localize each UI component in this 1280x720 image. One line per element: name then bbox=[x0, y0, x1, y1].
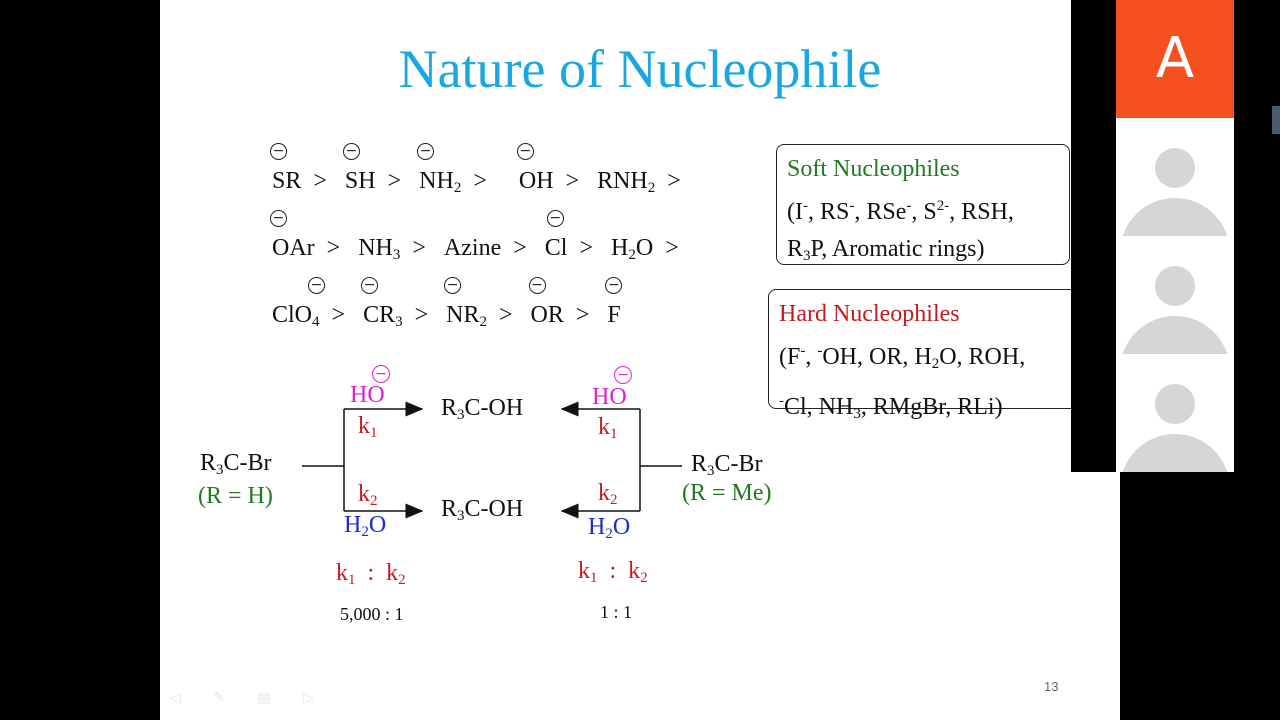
hard-nucleophiles-heading: Hard Nucleophiles bbox=[779, 301, 960, 327]
right-hydroxide: HO bbox=[592, 384, 627, 410]
negative-charge-icon: − bbox=[614, 366, 632, 384]
person-body bbox=[1120, 316, 1230, 354]
soft-nucleophiles-line-2: R3P, Aromatic rings) bbox=[787, 236, 985, 264]
slide-title: Nature of Nucleophile bbox=[398, 39, 882, 99]
participant-thumbnails: A bbox=[1116, 0, 1234, 472]
nucleophile-ClO4: −ClO4 bbox=[272, 277, 325, 331]
right-water: H2O bbox=[588, 514, 631, 542]
hard-nucleophiles-line-1: (F-, -OH, OR, H2O, ROH, bbox=[779, 343, 1026, 372]
nucleophile-H2O: H2O bbox=[611, 235, 654, 263]
nucleophile-azine: Azine bbox=[443, 235, 502, 261]
nucleophile-NR2: −NR2 bbox=[444, 277, 487, 330]
negative-charge-icon: − bbox=[444, 277, 462, 294]
nucleophile-OR: −OR bbox=[528, 277, 564, 328]
negative-charge-icon: − bbox=[546, 210, 564, 227]
negative-charge-icon: − bbox=[270, 210, 287, 227]
left-hydroxide: HO bbox=[350, 382, 385, 408]
active-participant-avatar[interactable]: A bbox=[1116, 0, 1234, 118]
person-body bbox=[1120, 434, 1230, 472]
person-icon bbox=[1155, 148, 1195, 188]
left-water: H2O bbox=[344, 512, 387, 540]
right-ratio-label: k1 : k2 bbox=[578, 558, 648, 586]
negative-charge-icon: − bbox=[528, 277, 546, 294]
nucleophile-NH3: NH3 bbox=[358, 235, 401, 263]
hard-nucleophiles-box: Hard Nucleophiles (F-, -OH, OR, H2O, ROH… bbox=[768, 289, 1078, 422]
nucleophile-F: −F bbox=[605, 277, 623, 328]
soft-nucleophiles-line-1: (I-, RS-, RSe-, S2-, RSH, bbox=[787, 198, 1014, 225]
left-substrate: R3C-Br bbox=[200, 450, 272, 478]
soft-nucleophiles-heading: Soft Nucleophiles bbox=[787, 156, 960, 182]
right-r-group: (R = Me) bbox=[682, 480, 772, 506]
nucleophile-NH2: −NH2 bbox=[417, 143, 462, 196]
negative-charge-icon: − bbox=[417, 143, 435, 160]
participant-avatar[interactable] bbox=[1116, 354, 1234, 472]
left-ratio-label: k1 : k2 bbox=[336, 560, 406, 588]
product-bottom: R3C-OH bbox=[441, 496, 524, 524]
negative-charge-icon: − bbox=[342, 143, 360, 160]
person-icon bbox=[1155, 266, 1195, 306]
video-panel-background bbox=[1071, 0, 1121, 472]
reaction-scheme-arrows bbox=[302, 401, 682, 519]
negative-charge-icon: − bbox=[372, 365, 390, 383]
slide-nav-controls[interactable]: ◁ ✎ ▤ ▷ bbox=[170, 690, 328, 706]
nucleophile-OAr: −OAr bbox=[270, 210, 315, 261]
participant-avatar[interactable] bbox=[1116, 118, 1234, 236]
right-k1: k1 bbox=[598, 414, 618, 442]
soft-nucleophiles-box: Soft Nucleophiles (I-, RS-, RSe-, S2-, R… bbox=[776, 144, 1070, 265]
presentation-slide: Nature of Nucleophile −SR> −SH> −NH2> −O… bbox=[160, 0, 1120, 720]
negative-charge-icon: − bbox=[516, 143, 534, 160]
edge-toolbar-icon[interactable] bbox=[1272, 106, 1280, 134]
negative-charge-icon: − bbox=[361, 277, 379, 294]
product-top: R3C-OH bbox=[441, 395, 524, 423]
nucleophilicity-row-2: −OAr> NH3> Azine> −Cl> H2O> bbox=[270, 210, 679, 263]
nucleophile-SR: −SR bbox=[270, 143, 302, 194]
nucleophile-Cl: −Cl bbox=[544, 210, 568, 261]
nucleophile-SH: −SH bbox=[342, 143, 376, 194]
nucleophile-OH: −OH bbox=[516, 143, 554, 194]
left-r-group: (R = H) bbox=[198, 483, 273, 509]
right-ratio-value: 1 : 1 bbox=[600, 602, 633, 622]
nucleophilicity-row-1: −SR> −SH> −NH2> −OH> RNH2> bbox=[270, 143, 681, 196]
right-substrate: R3C-Br bbox=[691, 451, 763, 479]
left-ratio-value: 5,000 : 1 bbox=[340, 604, 404, 624]
left-k2: k2 bbox=[358, 481, 378, 509]
hard-nucleophiles-line-2: -Cl, NH3, RMgBr, RLi) bbox=[779, 393, 1003, 422]
nucleophile-CR3: −CR3 bbox=[361, 277, 403, 330]
negative-charge-icon: − bbox=[308, 277, 325, 294]
negative-charge-icon: − bbox=[270, 143, 287, 160]
person-body bbox=[1120, 198, 1230, 236]
participant-avatar[interactable] bbox=[1116, 236, 1234, 354]
left-k1: k1 bbox=[358, 413, 378, 441]
negative-charge-icon: − bbox=[605, 277, 623, 294]
nucleophile-RNH2: RNH2 bbox=[597, 168, 656, 196]
person-icon bbox=[1155, 384, 1195, 424]
nucleophilicity-row-3: −ClO4> −CR3> −NR2> −OR> −F bbox=[272, 277, 623, 331]
slide-page-number: 13 bbox=[1044, 679, 1059, 694]
right-k2: k2 bbox=[598, 480, 618, 508]
